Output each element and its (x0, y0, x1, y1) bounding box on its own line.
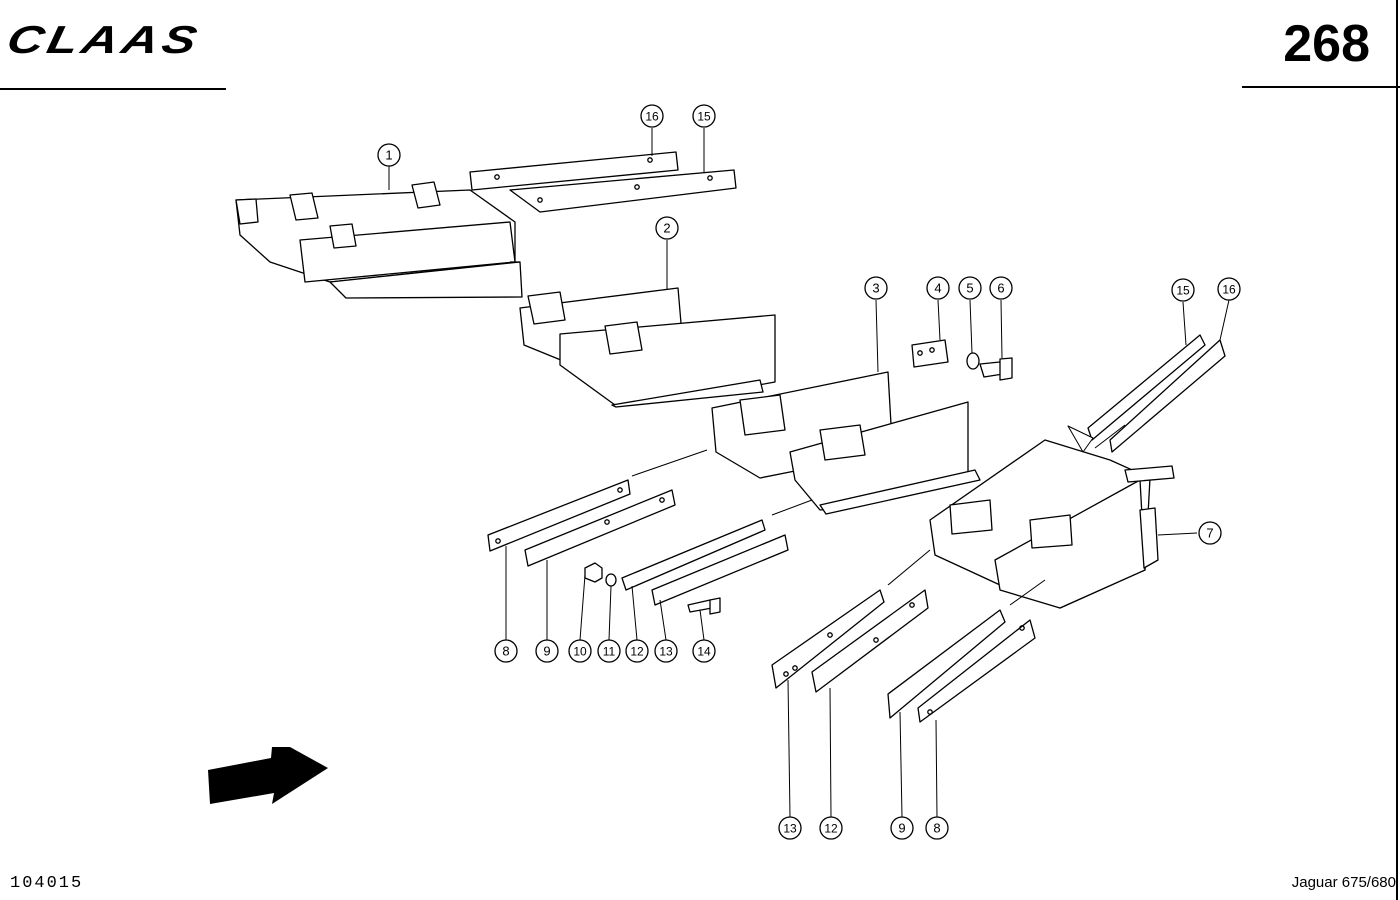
svg-text:5: 5 (966, 281, 973, 296)
svg-text:12: 12 (824, 822, 838, 836)
callout-13: 13 (778, 816, 802, 840)
svg-text:4: 4 (934, 281, 941, 296)
callout-1: 1 (377, 143, 401, 167)
part-4-clip (911, 339, 949, 368)
part-6-bolt (979, 357, 1013, 381)
part-7-frame (929, 439, 1175, 609)
svg-text:9: 9 (898, 821, 905, 836)
svg-text:9: 9 (543, 644, 550, 659)
svg-text:11: 11 (603, 645, 616, 659)
svg-text:1: 1 (385, 148, 392, 163)
part-15-strip-right (1087, 334, 1206, 441)
svg-text:16: 16 (645, 110, 659, 124)
svg-text:12: 12 (630, 645, 644, 659)
callout-12: 12 (625, 639, 649, 663)
part-16-strip-top (469, 151, 679, 191)
callout-14: 14 (692, 639, 716, 663)
part-13-strip-lower (771, 589, 885, 689)
part-8-strip-lower (917, 619, 1036, 723)
svg-text:8: 8 (502, 644, 509, 659)
svg-text:15: 15 (1176, 284, 1190, 298)
header-rule-right (1242, 86, 1400, 88)
svg-text:2: 2 (663, 221, 670, 236)
callout-bubbles: 1 16 15 2 3 4 5 6 15 16 7 8 9 10 11 12 13 14 13 12 9 8 (377, 104, 1241, 840)
part-9-strip-lower (887, 609, 1006, 719)
document-number: 104015 (10, 874, 84, 893)
frame-right (1396, 0, 1398, 900)
callout-10: 10 (568, 639, 592, 663)
callout-15: 15 (692, 104, 716, 128)
callout-5: 5 (958, 276, 982, 300)
part-3-bracket (711, 371, 981, 515)
callout-15: 15 (1171, 278, 1195, 302)
part-5-washer (966, 352, 980, 370)
callout-6: 6 (989, 276, 1013, 300)
part-12-strip-left (621, 519, 766, 591)
svg-text:10: 10 (573, 645, 587, 659)
part-14-bolt (687, 597, 721, 615)
svg-text:13: 13 (783, 822, 797, 836)
header-rule-left (0, 88, 226, 90)
part-15-strip-top (509, 169, 737, 213)
svg-text:7: 7 (1206, 526, 1213, 541)
part-13-strip-left (651, 534, 789, 606)
callout-2: 2 (655, 216, 679, 240)
callout-16: 16 (640, 104, 664, 128)
part-8-strip-left (487, 479, 631, 552)
part-11-washer (605, 573, 617, 587)
page-number: 268 (1283, 15, 1370, 73)
svg-text:3: 3 (872, 281, 879, 296)
svg-text:13: 13 (659, 645, 673, 659)
svg-text:6: 6 (997, 281, 1004, 296)
svg-text:8: 8 (933, 821, 940, 836)
callout-8: 8 (925, 816, 949, 840)
callout-9: 9 (535, 639, 559, 663)
svg-text:15: 15 (697, 110, 711, 124)
callout-7: 7 (1198, 521, 1222, 545)
callout-8: 8 (494, 639, 518, 663)
part-12-strip-lower (811, 589, 929, 693)
callout-11: 11 (597, 639, 621, 663)
callout-4: 4 (926, 276, 950, 300)
callout-12: 12 (819, 816, 843, 840)
callout-leaders (388, 128, 1230, 818)
part-10-nut (584, 562, 603, 583)
part-9-strip-left (524, 489, 676, 567)
part-16-strip-right (1109, 339, 1226, 453)
svg-text:16: 16 (1222, 283, 1236, 297)
model-label: Jaguar 675/680 (1291, 874, 1396, 891)
assembly-guide-lines (631, 424, 1126, 606)
callout-9: 9 (890, 816, 914, 840)
direction-arrow-icon (208, 747, 328, 804)
callout-3: 3 (864, 276, 888, 300)
part-1-bracket (235, 181, 523, 299)
callout-16: 16 (1217, 277, 1241, 301)
callout-13: 13 (654, 639, 678, 663)
svg-text:14: 14 (697, 645, 711, 659)
part-2-bracket (519, 287, 776, 408)
